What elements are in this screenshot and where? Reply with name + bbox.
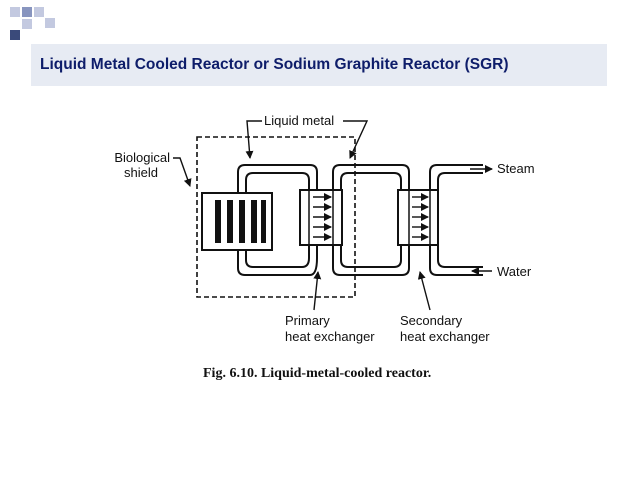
label-shield: shield <box>124 165 158 180</box>
biological-shield-boundary <box>196 136 356 298</box>
label-secondary: Secondary <box>400 313 463 328</box>
secondary-hx-leader <box>417 271 431 311</box>
heat-transfer-arrows <box>313 193 429 241</box>
label-primary: Primary <box>285 313 330 328</box>
decor-square-6 <box>45 18 55 28</box>
title-bar <box>31 44 607 86</box>
steam-water-loop <box>429 164 483 276</box>
decor-square-5 <box>10 30 20 40</box>
decor-square-3 <box>34 7 44 17</box>
primary-hx-leader <box>313 271 322 311</box>
figure-caption: Fig. 6.10. Liquid-metal-cooled reactor. <box>203 366 431 381</box>
decor-square-1 <box>10 7 20 17</box>
liquid-metal-leaders <box>245 120 369 159</box>
label-primary-hx: heat exchanger <box>285 329 375 344</box>
intermediate-loop <box>332 164 410 276</box>
slide-title: Liquid Metal Cooled Reactor or Sodium Gr… <box>40 56 509 73</box>
label-water: Water <box>497 264 532 279</box>
label-steam: Steam <box>497 161 535 176</box>
label-biological: Biological <box>114 150 170 165</box>
decor-square-4 <box>22 19 32 29</box>
label-liquid-metal: Liquid metal <box>264 113 334 128</box>
label-secondary-hx: heat exchanger <box>400 329 490 344</box>
decor-square-2 <box>22 7 32 17</box>
shield-leader <box>173 157 192 187</box>
reactor-core <box>201 192 273 251</box>
fuel-rods <box>215 200 266 243</box>
